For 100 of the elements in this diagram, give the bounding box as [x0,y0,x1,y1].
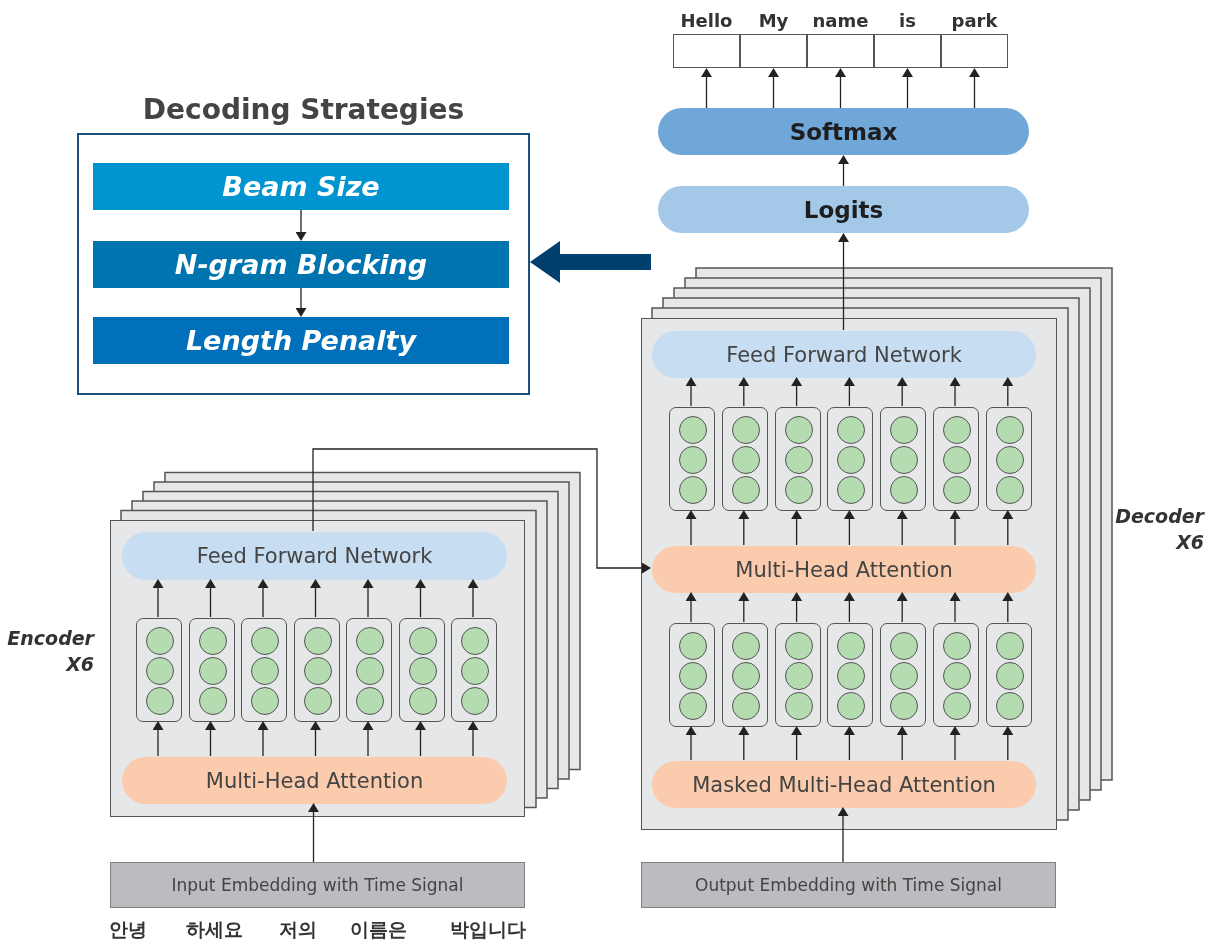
embedding-box: Input Embedding with Time Signal [110,862,525,908]
arrow [295,209,307,241]
input-token: 안녕 [108,917,148,942]
arrow [362,579,374,618]
neuron-column [721,623,768,727]
neuron-column [669,407,715,511]
arrow [257,721,269,757]
arrow [738,726,750,761]
arrow [685,510,697,546]
arrow [896,510,908,546]
arrow [843,726,855,761]
arrow [467,721,479,757]
neuron-column [933,623,979,727]
arrow [312,448,651,574]
neuron-column [880,407,927,511]
arrow [415,721,426,757]
neuron-column [933,407,979,511]
arrow [205,721,216,757]
embedding-box: Output Embedding with Time Signal [641,862,1056,908]
arrow [685,592,697,623]
layer-pill: Feed Forward Network [652,331,1036,378]
arrow [1002,510,1014,546]
arrow [791,510,803,546]
arrow [902,68,913,109]
arrow [205,579,216,618]
layer-pill: Multi-Head Attention [122,757,507,804]
layer-pill: Feed Forward Network [122,532,507,580]
neuron-column [451,618,497,722]
arrow [1002,592,1014,623]
neuron-column [880,623,927,727]
layer-pill: Logits [658,186,1029,233]
arrow [738,510,750,546]
arrow [701,68,712,109]
token-label: is [898,8,917,33]
arrow [257,579,269,618]
arrow [843,592,855,623]
arrow [835,68,846,109]
arrow [949,726,961,761]
panel-title: Decoding Strategies [141,91,466,128]
arrow [768,68,779,109]
arrow [969,68,980,109]
strategy-bar: Beam Size [93,163,509,210]
neuron-column [346,618,392,722]
arrow [152,721,164,757]
arrow [949,510,961,546]
neuron-column [293,618,340,722]
arrow [843,510,855,546]
arrow [949,592,961,623]
token-label: Hello [679,8,734,33]
arrow [310,579,321,618]
arrow [896,726,908,761]
neuron-column [398,618,445,722]
strategy-bar: N-gram Blocking [93,241,509,288]
token-label: name [811,8,870,33]
neuron-column [774,623,821,727]
neuron-column [985,623,1032,727]
strategy-bar: Length Penalty [93,317,509,364]
arrow [791,726,803,761]
arrow [1002,726,1014,761]
neuron-column [827,623,874,727]
arrow [362,721,374,757]
input-token: 저의 [278,917,318,942]
arrow [467,579,479,618]
arrow [838,233,849,331]
layer-panel [641,318,1057,830]
neuron-column [241,618,287,722]
neuron-column [827,407,874,511]
neuron-column [774,407,821,511]
arrow [152,579,164,618]
arrow [896,592,908,623]
arrow [896,377,908,407]
arrow [791,377,803,407]
layer-pill: Masked Multi-Head Attention [652,761,1036,808]
input-token: 하세요 [184,917,244,942]
arrow [310,721,321,757]
arrow [1002,377,1014,407]
input-token: 박입니다 [449,917,527,942]
neuron-column [985,407,1032,511]
neuron-column [136,618,182,722]
layer-panel [110,520,525,817]
arrow [295,287,307,317]
arrow [530,241,651,283]
layer-pill: Multi-Head Attention [652,546,1036,593]
neuron-column [721,407,768,511]
arrow [949,377,961,407]
stack-label: Decoder X6 [1114,504,1204,555]
neuron-column [188,618,235,722]
arrow [308,803,319,863]
arrow [685,726,697,761]
arrow [791,592,803,623]
arrow [843,377,855,407]
layer-pill: Softmax [658,108,1029,155]
input-token: 이름은 [348,917,408,942]
token-label: My [757,8,790,33]
arrow [838,155,849,187]
stack-label: Encoder X6 [6,626,94,677]
arrow [738,377,750,407]
arrow [837,807,849,863]
arrow [415,579,426,618]
arrow [685,377,697,407]
